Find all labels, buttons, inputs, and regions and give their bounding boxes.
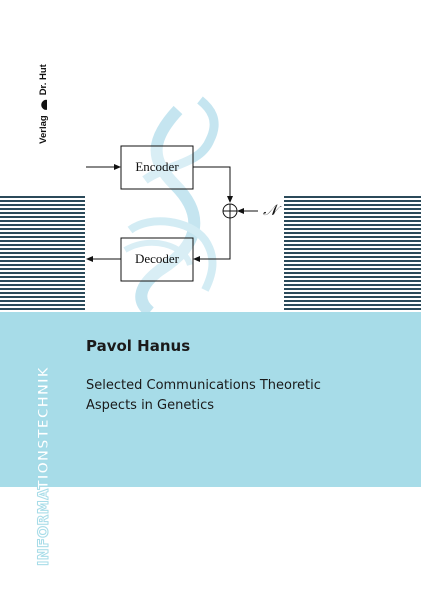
- title-band: [0, 312, 421, 487]
- stripe-panel-right: [284, 196, 421, 312]
- stripe-panel-left: [0, 196, 85, 312]
- input-arrowhead: [114, 164, 121, 170]
- title-line-2: Aspects in Genetics: [86, 398, 214, 413]
- decoder-block: [120, 237, 194, 282]
- dna-helix-graphic: [123, 96, 219, 317]
- series-name: INFORMATIONSTECHNIK: [36, 366, 53, 567]
- book-title: Selected Communications Theoretic Aspect…: [86, 376, 386, 416]
- publisher-logo: Verlag Dr. Hut: [30, 48, 56, 160]
- communication-diagram: [86, 96, 258, 317]
- noise-label: 𝒩: [263, 201, 278, 219]
- hat-icon: [37, 99, 49, 111]
- title-line-1: Selected Communications Theoretic: [86, 378, 321, 393]
- author-name: Pavol Hanus: [86, 337, 191, 355]
- encoder-block: [120, 145, 194, 190]
- encoder-label: Encoder: [135, 159, 179, 174]
- output-arrowhead: [86, 256, 93, 262]
- decoder-label: Decoder: [134, 251, 180, 266]
